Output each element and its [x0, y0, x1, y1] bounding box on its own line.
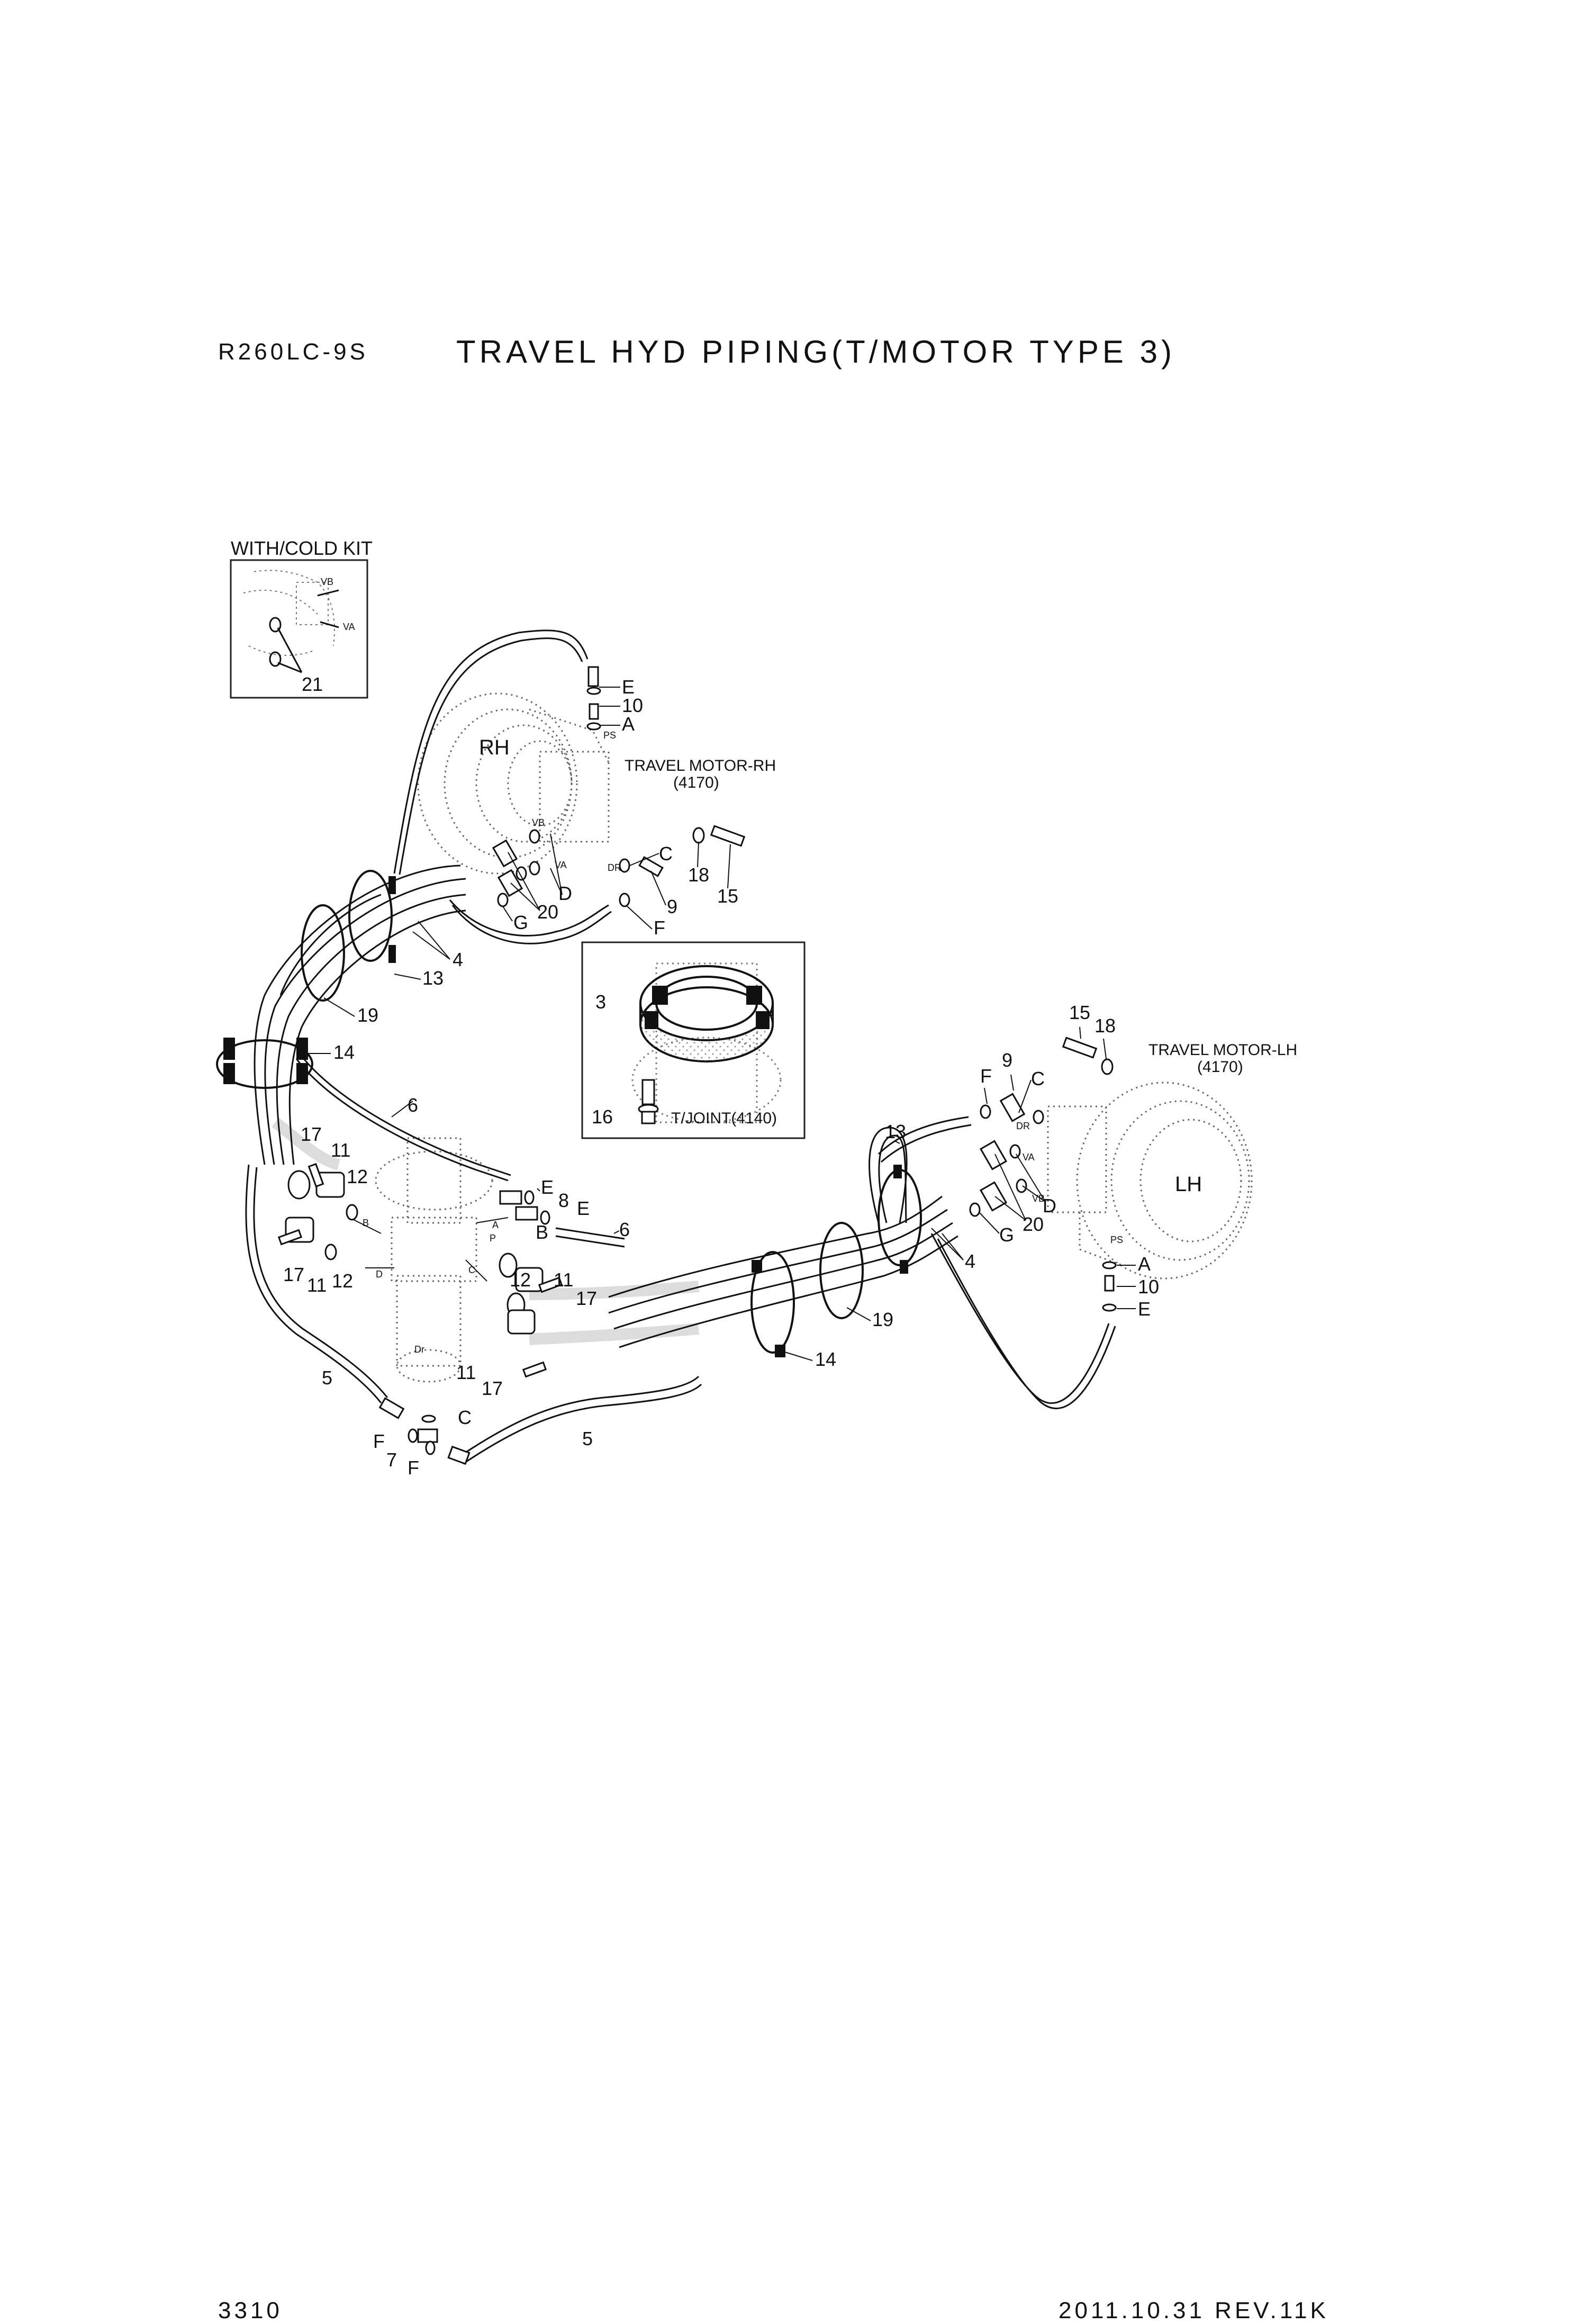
motor-rh-port-va: VA [555, 860, 567, 870]
callout-c-12b: 12 [510, 1269, 531, 1291]
callout-joint-16: 16 [592, 1106, 613, 1128]
cold-kit-port-vb: VB [321, 577, 333, 587]
callout-lh-g: G [999, 1224, 1014, 1246]
callout-c-7: 7 [386, 1449, 397, 1471]
callout-lh-4: 4 [965, 1250, 975, 1272]
callout-rh-10: 10 [622, 695, 643, 716]
motor-lh-ref: (4170) [1197, 1058, 1243, 1076]
swivel-port-b: B [363, 1218, 369, 1228]
callout-rh-14: 14 [333, 1041, 355, 1063]
callout-lh-10: 10 [1138, 1276, 1159, 1298]
motor-rh-name: TRAVEL MOTOR-RH [625, 757, 776, 774]
callout-rh-a: A [622, 713, 635, 735]
motor-lh-port-ps: PS [1110, 1235, 1123, 1245]
callout-c-17b: 17 [576, 1287, 597, 1309]
callout-21: 21 [302, 673, 323, 695]
motor-rh-port-vb: VB [532, 817, 545, 828]
callout-rh-f: F [654, 917, 665, 939]
callout-c-f1: F [373, 1430, 385, 1452]
callout-lh-e: E [1138, 1298, 1151, 1320]
callout-lh-d: D [1043, 1195, 1056, 1217]
callout-rh-g: G [513, 912, 528, 933]
callout-lh-15: 15 [1069, 1002, 1090, 1023]
swivel-port-dr: Dr [414, 1344, 424, 1355]
page-number: 3310 [218, 2298, 283, 2323]
hose-bundle-lh [608, 1116, 1116, 1409]
travel-motor-lh: LH TRAVEL MOTOR-LH (4170) PS VA VB DR 15… [815, 1002, 1297, 1370]
callout-c-17d: 17 [283, 1264, 304, 1285]
center-callouts: 6 17 11 12 E 8 E B 6 12 11 17 11 17 17 1… [283, 1094, 630, 1479]
callout-lh-a: A [1138, 1253, 1151, 1275]
motor-rh-port-dr: DR [608, 862, 621, 873]
hose-bundle-rh [254, 629, 612, 1165]
callout-c-b: B [536, 1221, 548, 1243]
callout-lh-c: C [1031, 1068, 1045, 1089]
callout-c-6b: 6 [619, 1219, 630, 1240]
callout-rh-4: 4 [453, 949, 463, 970]
revision-date: 2011.10.31 REV.11K [1059, 2298, 1329, 2323]
motor-lh-port-va: VA [1023, 1152, 1035, 1163]
callout-lh-20: 20 [1023, 1213, 1044, 1235]
callout-lh-14: 14 [815, 1348, 836, 1370]
hose-center [245, 1053, 702, 1465]
callout-c-11b: 11 [554, 1269, 573, 1291]
callout-c-12c: 12 [332, 1270, 353, 1292]
callout-c-6a: 6 [408, 1094, 418, 1116]
callout-c-f2: F [408, 1457, 419, 1479]
travel-motor-rh: RH TRAVEL MOTOR-RH (4170) PS VB VA DR E … [417, 666, 776, 939]
page-title: TRAVEL HYD PIPING(T/MOTOR TYPE 3) [456, 334, 1175, 370]
callout-c-8: 8 [558, 1190, 569, 1211]
hydraulic-piping-diagram: WITH/COLD KIT VB VA 21 RH [216, 537, 1297, 1479]
callout-rh-19: 19 [357, 1004, 378, 1026]
callout-c-5a: 5 [322, 1367, 332, 1389]
callout-c-e2: E [577, 1197, 590, 1219]
callout-lh-19: 19 [872, 1309, 893, 1330]
swivel-port-c: C [468, 1265, 475, 1275]
callout-lh-9: 9 [1002, 1049, 1012, 1071]
swivel-port-a: A [492, 1220, 499, 1230]
motor-lh-port-dr: DR [1016, 1121, 1030, 1131]
center-swivel-joint: A B P C D Dr [349, 1137, 509, 1383]
callout-c-12a: 12 [347, 1166, 368, 1187]
cold-kit-port-va: VA [343, 621, 355, 632]
callout-c-c: C [458, 1407, 472, 1428]
turning-joint-inset: 3 16 T/JOINT(4140) [581, 941, 806, 1139]
callout-c-17c: 17 [482, 1377, 503, 1399]
cold-kit-inset: WITH/COLD KIT VB VA 21 [230, 537, 373, 699]
callout-c-11a: 11 [331, 1139, 350, 1161]
clamps [216, 870, 922, 1357]
turning-joint-name: T/JOINT(4140) [671, 1110, 777, 1127]
motor-lh-name: TRAVEL MOTOR-LH [1148, 1041, 1297, 1059]
swivel-port-d: D [376, 1269, 383, 1280]
callout-rh-18: 18 [688, 864, 709, 886]
motor-rh-ref: (4170) [673, 774, 719, 791]
motor-rh-side: RH [479, 736, 510, 759]
center-fittings [277, 1163, 563, 1465]
callout-rh-c: C [659, 843, 673, 864]
callout-lh-18: 18 [1094, 1015, 1116, 1037]
callout-rh-e: E [622, 676, 635, 698]
callout-c-5b: 5 [582, 1428, 593, 1449]
callout-lh-f: F [980, 1065, 992, 1087]
swivel-port-p: P [490, 1233, 496, 1244]
callout-rh-15: 15 [717, 885, 738, 907]
callout-rh-13: 13 [422, 967, 444, 989]
callout-rh-9: 9 [667, 896, 677, 917]
callout-c-11c: 11 [456, 1362, 476, 1383]
motor-lh-side: LH [1175, 1173, 1202, 1196]
motor-rh-port-ps: PS [603, 730, 616, 741]
callout-c-e1: E [541, 1176, 554, 1198]
cold-kit-title: WITH/COLD KIT [231, 537, 373, 559]
model-code: R260LC-9S [218, 339, 368, 365]
leader-lines [304, 687, 1136, 1361]
rh-bundle-callouts: 4 13 19 14 [333, 949, 463, 1063]
callout-rh-20: 20 [537, 901, 558, 923]
callout-joint-3: 3 [595, 991, 606, 1013]
callout-c-17a: 17 [301, 1123, 322, 1145]
callout-c-11d: 11 [307, 1274, 327, 1296]
